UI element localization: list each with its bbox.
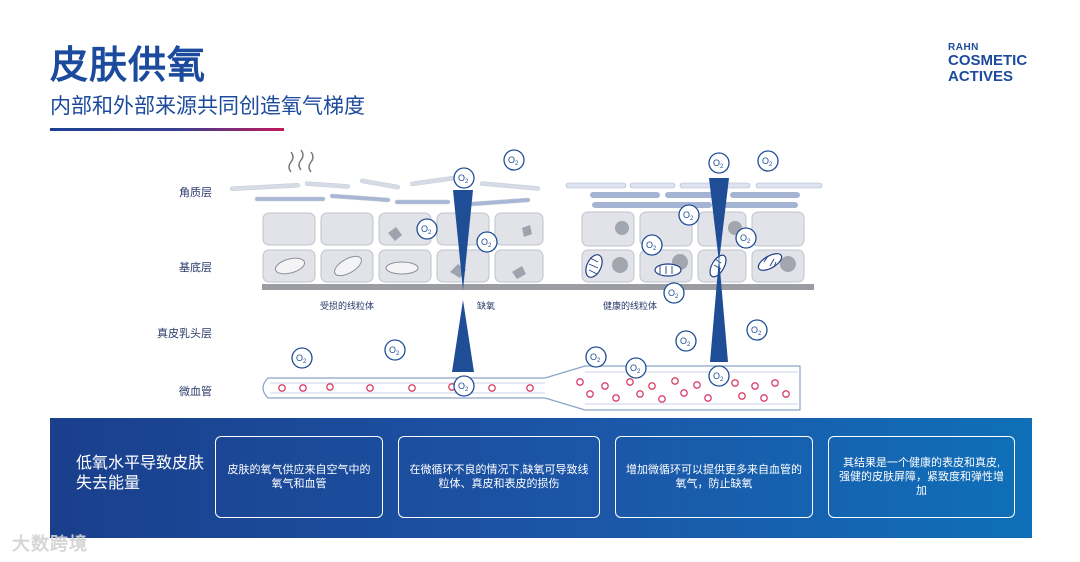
- info-box-4: 其结果是一个健康的表皮和真皮,强健的皮肤屏障，紧致度和弹性增加: [828, 436, 1015, 518]
- label-basal-layer: 基底层: [179, 262, 212, 274]
- heat-wave-icon: [288, 149, 314, 173]
- brand-logo: RAHN COSMETIC ACTIVES: [948, 42, 1027, 85]
- corneum-flakes-right: [565, 182, 823, 208]
- red-blood-cells: [278, 377, 790, 403]
- oxygen-gradient-cone-left: [452, 190, 474, 372]
- label-papillary-dermis: 真皮乳头层: [157, 328, 212, 340]
- damaged-mitochondria: [274, 255, 526, 279]
- corneum-flakes-left: [229, 173, 541, 207]
- logo-line-1: RAHN: [948, 42, 979, 53]
- logo-line-2: COSMETIC: [948, 52, 1028, 69]
- label-hypoxia: 缺氧: [477, 301, 496, 311]
- panel-intro-text: 低氧水平导致皮肤失去能量: [76, 455, 205, 492]
- healthy-mitochondria: [585, 253, 783, 278]
- skin-oxygen-diagram: [229, 149, 823, 411]
- page-title: 皮肤供氧: [50, 45, 207, 87]
- info-box-2: 在微循环不良的情况下,缺氧可导致线粒体、真皮和表皮的损伤: [398, 436, 600, 518]
- info-box-1: 皮肤的氧气供应来自空气中的氧气和血管: [215, 436, 383, 518]
- page-subtitle: 内部和外部来源共同创造氧气梯度: [50, 95, 365, 118]
- label-damaged-mitochondria: 受损的线粒体: [320, 301, 375, 311]
- info-box-3: 增加微循环可以提供更多来自血管的氧气，防止缺氧: [615, 436, 813, 518]
- watermark: 大数跨境: [12, 534, 88, 554]
- summary-panel: 低氧水平导致皮肤失去能量 皮肤的氧气供应来自空气中的氧气和血管 在微循环不良的情…: [50, 418, 1032, 538]
- label-stratum-corneum: 角质层: [179, 187, 212, 199]
- cells-left-upper: [262, 212, 544, 246]
- capillary: [262, 365, 801, 411]
- basement-membrane: [262, 284, 814, 290]
- logo-line-3: ACTIVES: [948, 68, 1014, 85]
- oxygen-gradient-cone-right: [709, 178, 729, 362]
- title-underline: [50, 128, 284, 131]
- nuclei-left-upper: [388, 225, 532, 241]
- label-healthy-mitochondria: 健康的线粒体: [603, 301, 658, 311]
- label-capillary: 微血管: [179, 386, 212, 398]
